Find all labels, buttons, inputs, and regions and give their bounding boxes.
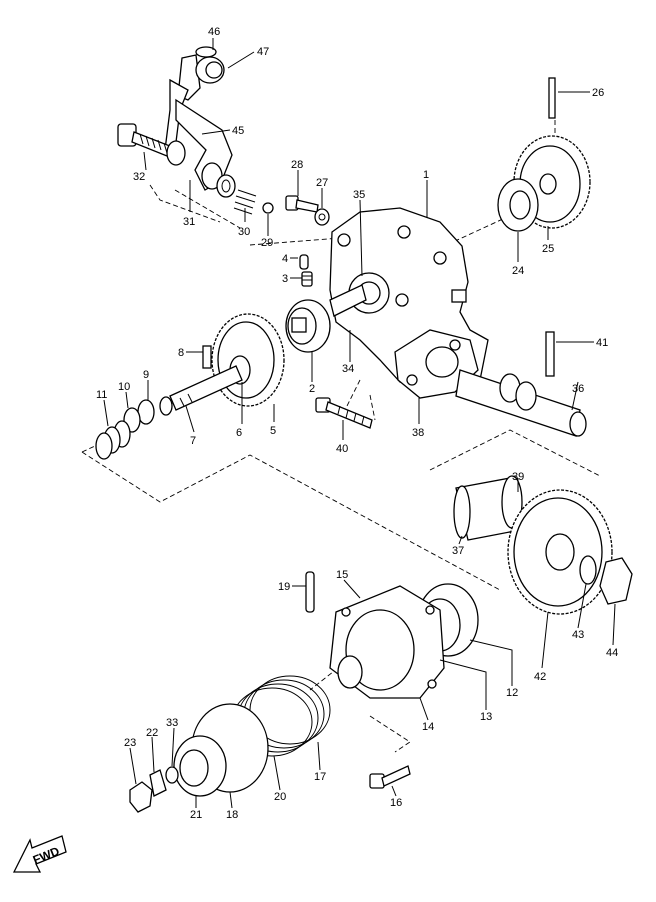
shaft-36-assembly — [455, 331, 587, 437]
nut-44-part — [599, 557, 633, 605]
callout-11: 11 — [96, 389, 107, 401]
callout-28: 28 — [291, 159, 303, 171]
callout-41: 41 — [596, 337, 608, 349]
callout-22: 22 — [146, 727, 158, 739]
callout-14: 14 — [422, 721, 434, 733]
callout-36: 36 — [572, 383, 584, 395]
callout-7: 7 — [190, 435, 196, 447]
spring-30-part — [233, 189, 274, 215]
pulley-assembly — [129, 703, 269, 813]
shaft-7-part — [169, 365, 243, 411]
bolt-16-part — [369, 765, 411, 789]
callout-21: 21 — [190, 809, 202, 821]
callout-45: 45 — [232, 125, 244, 137]
callout-30: 30 — [238, 226, 250, 238]
callout-labels: 46 47 45 32 31 30 29 28 27 35 1 26 25 24… — [96, 26, 618, 821]
callout-40: 40 — [336, 443, 348, 455]
callout-18: 18 — [226, 809, 238, 821]
callout-47: 47 — [257, 46, 269, 58]
callout-10: 10 — [118, 381, 130, 393]
callout-20: 20 — [274, 791, 286, 803]
shaft-34-assembly — [285, 284, 367, 353]
callout-6: 6 — [236, 427, 242, 439]
cover-15-part — [345, 609, 415, 691]
callout-19: 19 — [278, 581, 290, 593]
assembly-guide-lines — [81, 112, 601, 753]
gear-housing-1 — [329, 207, 489, 399]
callout-1: 1 — [423, 169, 429, 181]
callout-31: 31 — [183, 216, 195, 228]
leader-lines — [103, 38, 616, 809]
callout-27: 27 — [316, 177, 328, 189]
callout-39: 39 — [512, 471, 524, 483]
callout-8: 8 — [178, 347, 184, 359]
callout-37: 37 — [452, 545, 464, 557]
callout-44: 44 — [606, 647, 618, 659]
callout-2: 2 — [309, 383, 315, 395]
callout-13: 13 — [480, 711, 492, 723]
lower-assembly — [305, 571, 479, 699]
bolt-28-assembly — [285, 195, 330, 226]
callout-17: 17 — [314, 771, 326, 783]
callout-33: 33 — [166, 717, 178, 729]
pin-3-4-parts — [299, 254, 313, 287]
shift-lever-assembly — [164, 46, 236, 198]
pin-41-part — [545, 331, 555, 377]
callout-16: 16 — [390, 797, 402, 809]
fwd-arrow-icon: FWD — [12, 835, 67, 873]
callout-35: 35 — [353, 189, 365, 201]
washer-43-part — [579, 555, 597, 585]
sprocket-25-assembly — [497, 77, 591, 232]
callout-15: 15 — [336, 569, 348, 581]
gear-5-assembly — [159, 313, 285, 416]
callout-38: 38 — [412, 427, 424, 439]
callout-29: 29 — [261, 237, 273, 249]
pin-26-part — [548, 77, 556, 119]
callout-34: 34 — [342, 363, 354, 375]
callout-24: 24 — [512, 265, 524, 277]
callout-5: 5 — [270, 425, 276, 437]
callout-26: 26 — [592, 87, 604, 99]
washer-33-part — [165, 766, 179, 784]
callout-4: 4 — [282, 253, 288, 265]
callout-3: 3 — [282, 273, 288, 285]
gear-42-assembly — [453, 475, 633, 615]
pin-8-part — [202, 345, 212, 369]
callout-43: 43 — [572, 629, 584, 641]
pin-19-part — [305, 571, 315, 613]
callout-25: 25 — [542, 243, 554, 255]
bolt-32-assembly — [117, 123, 186, 166]
callout-23: 23 — [124, 737, 136, 749]
washer-22-part — [149, 769, 167, 797]
callout-42: 42 — [534, 671, 546, 683]
nut-46-part — [195, 46, 217, 58]
nut-23-part — [129, 781, 153, 813]
callout-9: 9 — [143, 369, 149, 381]
callout-46: 46 — [208, 26, 220, 38]
callout-12: 12 — [506, 687, 518, 699]
bolt-40-part — [315, 397, 373, 429]
callout-32: 32 — [133, 171, 145, 183]
washer-spring-set — [95, 399, 155, 460]
